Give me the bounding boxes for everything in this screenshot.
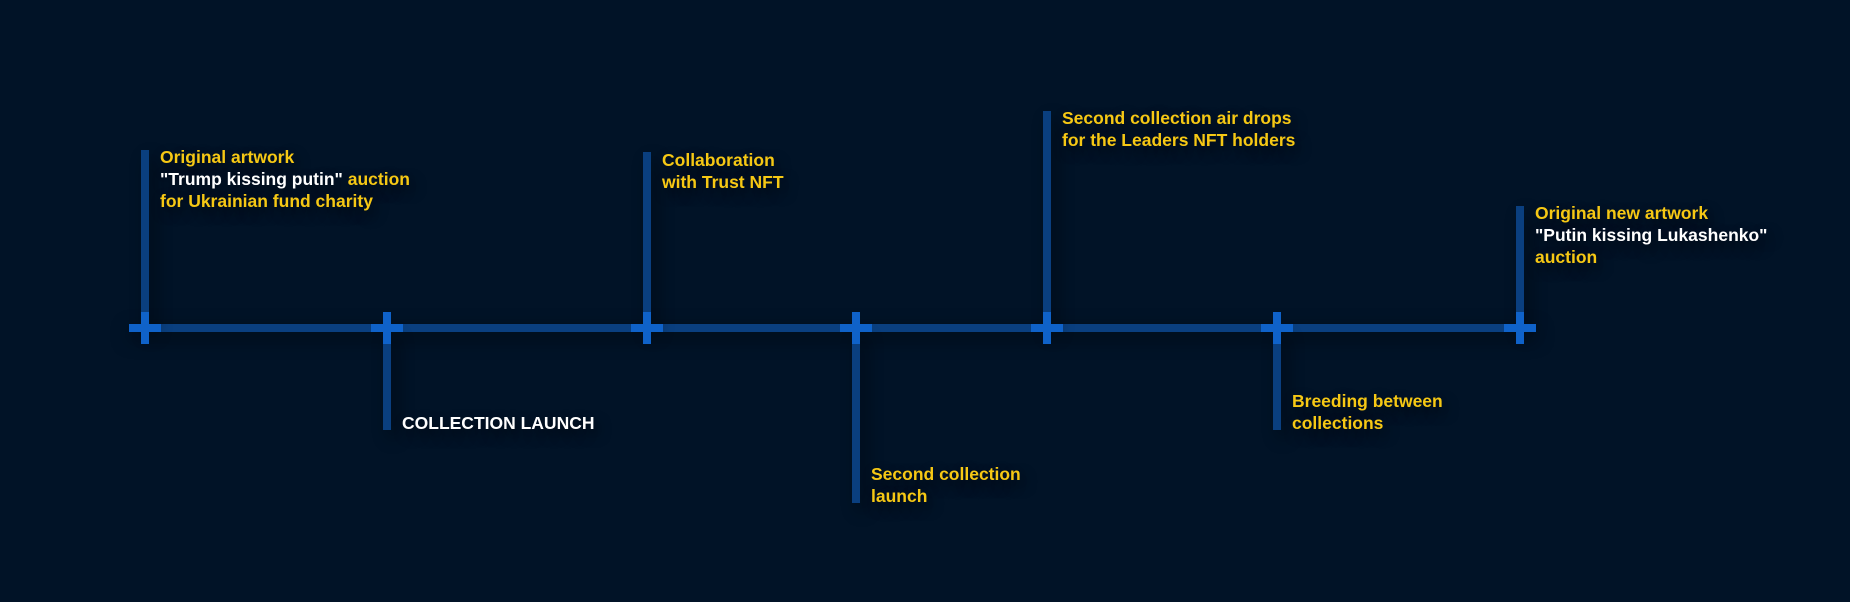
milestone-5-line-1: Second collection air drops xyxy=(1062,107,1295,129)
milestone-3-line-2: with Trust NFT xyxy=(662,171,784,193)
milestone-7-line-1: Original new artwork xyxy=(1535,202,1767,224)
milestone-text: collections xyxy=(1292,413,1384,433)
milestone-3-marker xyxy=(631,312,663,344)
milestone-7-line-3: auction xyxy=(1535,246,1767,268)
timeline-axis xyxy=(130,324,1535,332)
milestone-1-marker xyxy=(129,312,161,344)
milestone-text: for the Leaders NFT holders xyxy=(1062,130,1296,150)
milestone-4-stem xyxy=(852,328,860,503)
milestone-text: Second collection air drops xyxy=(1062,108,1292,128)
milestone-text: with Trust NFT xyxy=(662,172,784,192)
milestone-6-line-2: collections xyxy=(1292,412,1443,434)
milestone-1-line-2: "Trump kissing putin" auction xyxy=(160,168,410,190)
milestone-3-stem xyxy=(643,152,651,328)
milestone-text: "Putin kissing Lukashenko" xyxy=(1535,225,1768,245)
milestone-4-line-2: launch xyxy=(871,485,1021,507)
milestone-6-stem xyxy=(1273,328,1281,430)
milestone-2-line-1: COLLECTION LAUNCH xyxy=(402,412,594,434)
milestone-2-label: COLLECTION LAUNCH xyxy=(402,412,594,434)
milestone-6-marker xyxy=(1261,312,1293,344)
milestone-6-line-1: Breeding between xyxy=(1292,390,1443,412)
milestone-text: Original new artwork xyxy=(1535,203,1709,223)
milestone-text: Second collection xyxy=(871,464,1021,484)
milestone-7-line-2: "Putin kissing Lukashenko" xyxy=(1535,224,1767,246)
milestone-1-label: Original artwork"Trump kissing putin" au… xyxy=(160,146,410,212)
milestone-2-marker xyxy=(371,312,403,344)
milestone-1-line-1: Original artwork xyxy=(160,146,410,168)
milestone-4-line-1: Second collection xyxy=(871,463,1021,485)
milestone-7-stem xyxy=(1516,206,1524,328)
milestone-4-marker xyxy=(840,312,872,344)
milestone-text: Collaboration xyxy=(662,150,775,170)
milestone-text: Breeding between xyxy=(1292,391,1443,411)
milestone-7-marker xyxy=(1504,312,1536,344)
milestone-5-line-2: for the Leaders NFT holders xyxy=(1062,129,1295,151)
milestone-text: "Trump kissing putin" xyxy=(160,169,348,189)
milestone-5-marker xyxy=(1031,312,1063,344)
milestone-text: for Ukrainian fund charity xyxy=(160,191,373,211)
milestone-3-line-1: Collaboration xyxy=(662,149,784,171)
milestone-5-stem xyxy=(1043,111,1051,328)
milestone-7-label: Original new artwork"Putin kissing Lukas… xyxy=(1535,202,1767,268)
milestone-text: auction xyxy=(347,169,410,189)
milestone-1-stem xyxy=(141,150,149,328)
milestone-2-stem xyxy=(383,328,391,430)
milestone-text: launch xyxy=(871,486,928,506)
milestone-text: COLLECTION LAUNCH xyxy=(402,413,595,433)
milestone-text: Original artwork xyxy=(160,147,295,167)
milestone-text: auction xyxy=(1535,247,1598,267)
milestone-1-line-3: for Ukrainian fund charity xyxy=(160,190,410,212)
